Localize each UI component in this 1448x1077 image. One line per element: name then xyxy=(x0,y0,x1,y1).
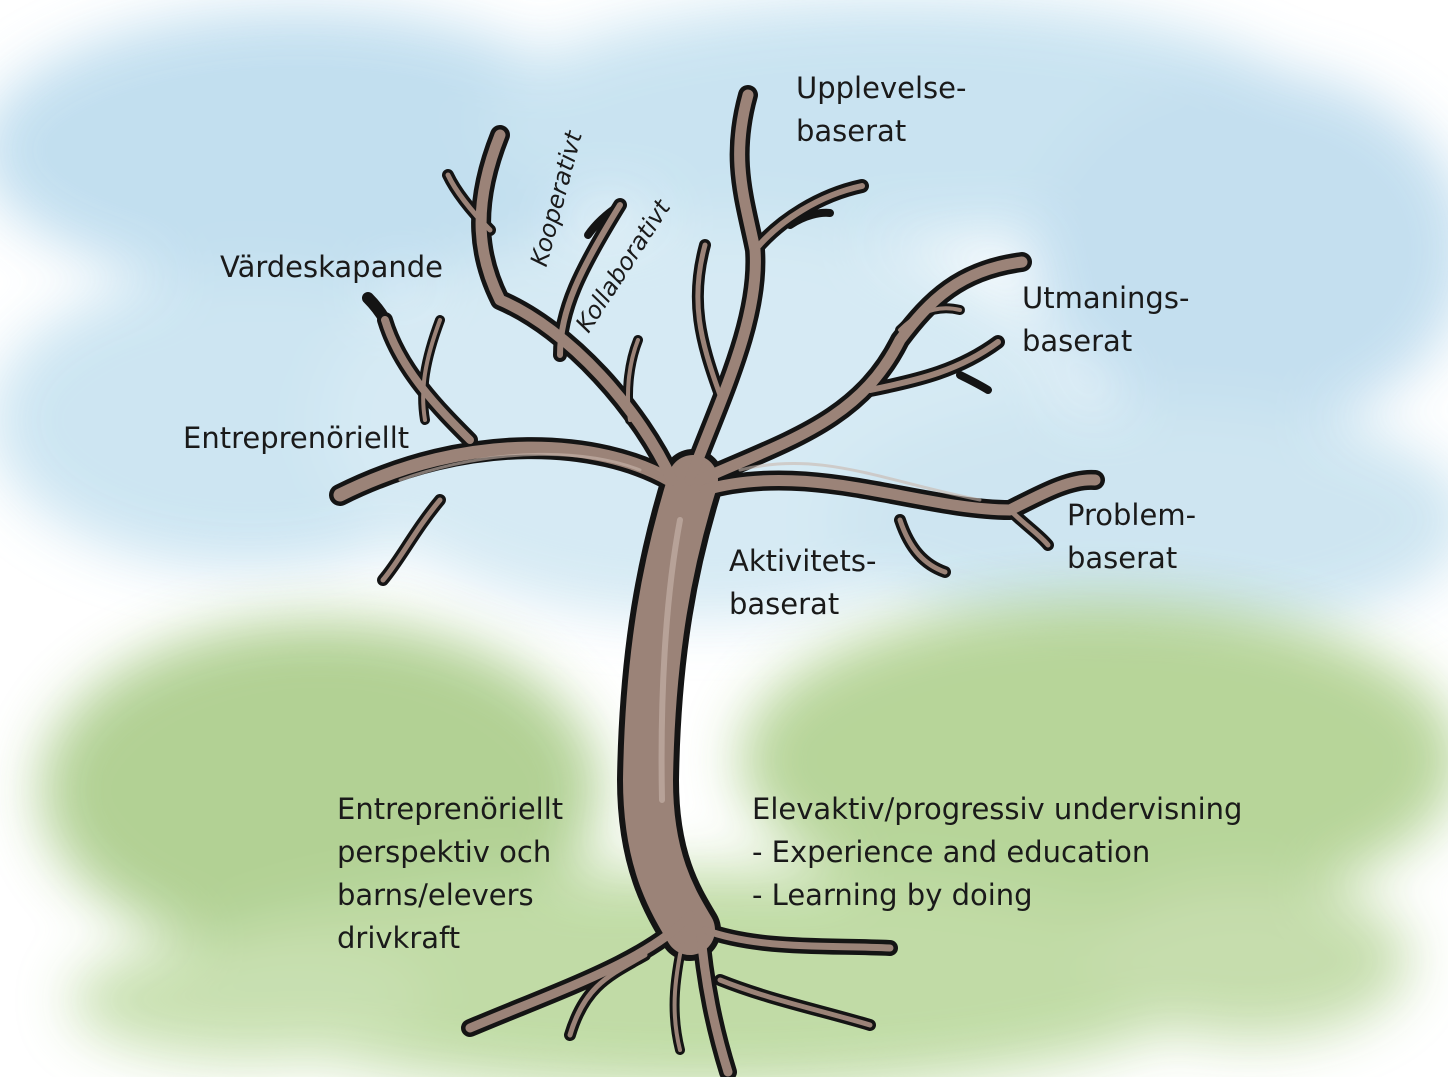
label-line: baserat xyxy=(1022,324,1133,358)
tree xyxy=(329,85,1105,1077)
roots-left-line: Entreprenöriellt xyxy=(337,792,564,826)
roots-left-line: barns/elevers xyxy=(337,878,534,912)
roots-left-line: perspektiv och xyxy=(337,835,552,869)
label-upplevelsebaserat: Upplevelse- baserat xyxy=(796,67,966,153)
label-line: Upplevelse- xyxy=(796,71,967,105)
label-line: baserat xyxy=(1067,541,1178,575)
roots-left-line: drivkraft xyxy=(337,921,461,955)
roots-right-line: - Experience and education xyxy=(752,835,1151,869)
label-utmaningsbaserat: Utmanings- baserat xyxy=(1022,277,1189,363)
sky-wash xyxy=(0,0,1448,640)
roots-left-text: Entreprenöriellt perspektiv och barns/el… xyxy=(337,788,563,960)
label-line: baserat xyxy=(729,587,840,621)
label-vardeskapande: Värdeskapande xyxy=(220,250,443,284)
roots-right-line: Elevaktiv/progressiv undervisning xyxy=(752,792,1243,826)
label-line: baserat xyxy=(796,114,907,148)
label-entreprenoriellt: Entreprenöriellt xyxy=(183,421,410,455)
roots-right-text: Elevaktiv/progressiv undervisning - Expe… xyxy=(752,788,1242,917)
label-line: Utmanings- xyxy=(1022,281,1190,315)
label-line: Aktivitets- xyxy=(729,544,877,578)
label-problembaserat: Problem- baserat xyxy=(1067,494,1196,580)
roots-right-line: - Learning by doing xyxy=(752,878,1033,912)
label-aktivitetsbaserat: Aktivitets- baserat xyxy=(729,540,876,626)
label-line: Problem- xyxy=(1067,498,1197,532)
